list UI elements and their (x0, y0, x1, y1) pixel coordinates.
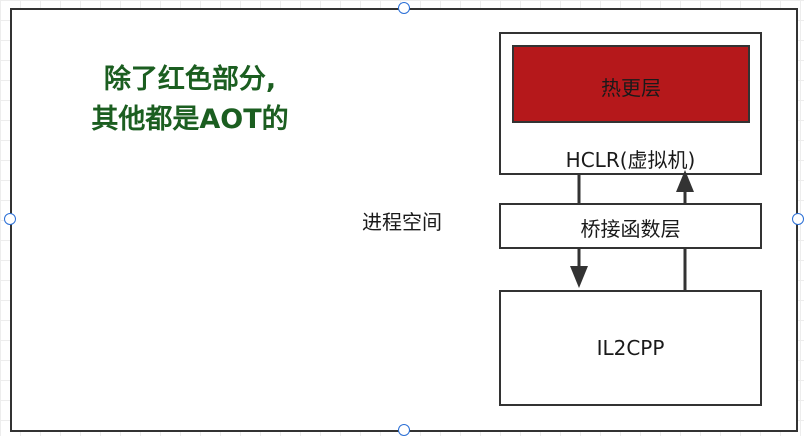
il2cpp-box[interactable] (499, 290, 762, 406)
annotation-line-2: 其他都是AOT的 (91, 104, 289, 135)
selection-handle-top[interactable] (398, 2, 410, 14)
process-space-label: 进程空间 (362, 210, 442, 234)
bridge-layer-box[interactable] (499, 203, 762, 249)
annotation-line-1: 除了红色部分, (103, 64, 277, 95)
hotupdate-layer-box[interactable] (512, 45, 750, 123)
selection-handle-left[interactable] (4, 213, 16, 225)
annotation-note: 除了红色部分, 其他都是AOT的 (40, 60, 340, 140)
hclr-label: HCLR(虚拟机) (565, 148, 696, 172)
bridge-layer-label: 桥接函数层 (580, 217, 681, 241)
hotupdate-layer-label: 热更层 (601, 76, 661, 100)
arrowhead-up-icon (676, 170, 694, 192)
il2cpp-label: IL2CPP (596, 336, 665, 360)
arrowhead-down-icon (570, 266, 588, 288)
